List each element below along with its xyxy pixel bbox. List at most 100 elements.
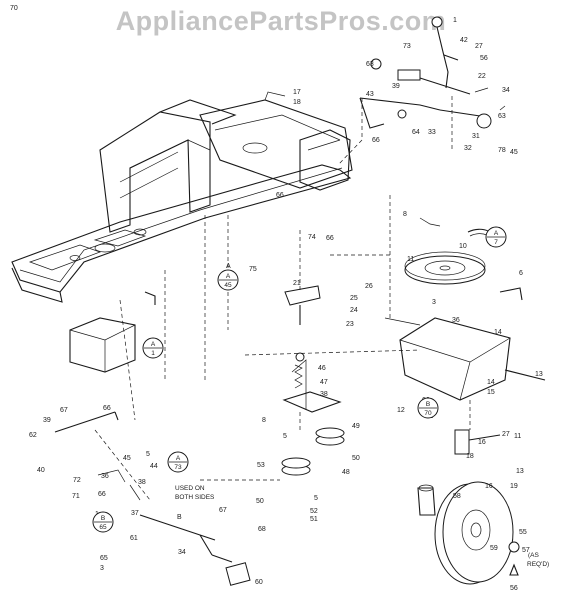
part-label: 18 [466,453,474,460]
part-label: A [226,263,231,270]
note-both-sides-line1: USED ON [175,485,205,492]
part-label: 78 [498,147,506,154]
part-label: 56 [510,585,518,592]
reference-letter: B [426,401,430,408]
part-label: 5 [314,495,318,502]
part-label: 24 [350,307,358,314]
reference-number: 1 [151,350,155,357]
part-label: 31 [472,133,480,140]
part-label: 55 [519,529,527,536]
part-label: 74 [308,234,316,241]
part-label: 45 [510,149,518,156]
part-label: 32 [464,145,472,152]
part-label: 66 [98,491,106,498]
part-label: 68 [258,526,266,533]
part-label: 19 [510,483,518,490]
idler-assembly [281,285,345,476]
note-as-reqd: (AS REQ'D) [527,552,549,568]
part-label: 34 [178,549,186,556]
part-label: 13 [535,371,543,378]
part-label: 56 [480,55,488,62]
part-label: 59 [490,545,498,552]
part-label: 8 [403,211,407,218]
part-label: 50 [352,455,360,462]
part-label: 16 [478,439,486,446]
part-label: 37 [131,510,139,517]
part-label: 27 [502,431,510,438]
part-label: 63 [366,61,374,68]
transmission-assembly [384,217,546,401]
part-label: 58 [453,493,461,500]
part-label: 51 [310,516,318,523]
reference-number: 45 [224,282,232,289]
part-label: 3 [432,299,436,306]
part-label: 43 [366,91,374,98]
part-label: 50 [256,498,264,505]
part-label: 72 [73,477,81,484]
part-label: 52 [310,508,318,515]
part-label: 66 [103,405,111,412]
part-label: 23 [346,321,354,328]
reference-circle: B 70 [417,397,439,419]
part-label: 6 [519,270,523,277]
part-label: 66 [326,235,334,242]
left-components [54,291,251,586]
reference-number: 73 [174,464,182,471]
part-label: 38 [138,479,146,486]
reference-number: 70 [424,410,432,417]
part-label: 67 [219,507,227,514]
part-label: B [177,514,182,521]
part-label: 11 [514,433,521,440]
part-label: 33 [428,129,436,136]
part-label: 39 [392,83,400,90]
part-label: 3 [100,565,104,572]
part-label: 8 [262,417,266,424]
part-label: 61 [130,535,138,542]
wheel-assembly [417,429,520,585]
part-label: 38 [320,391,328,398]
part-label: 25 [350,295,358,302]
reference-circle: A1 [142,337,164,359]
part-label: 39 [43,417,51,424]
part-label: 27 [475,43,483,50]
reference-number: 7 [494,239,498,246]
note-both-sides-line2: BOTH SIDES [175,494,215,501]
part-label: 11 [407,256,414,263]
part-label: 62 [29,432,37,439]
part-label: 22 [478,73,486,80]
watermark-text: AppliancePartsPros.com [115,6,447,36]
part-label: 34 [502,87,510,94]
part-label: 67 [60,407,68,414]
part-label: 18 [293,99,301,106]
part-label: 73 [403,43,411,50]
part-label: 45 [123,455,131,462]
part-label: 10 [459,243,467,250]
part-label: 26 [365,283,373,290]
part-label: 60 [255,579,263,586]
reference-number: 65 [99,524,107,531]
part-label: 17 [293,89,301,96]
part-label: 75 [249,266,257,273]
part-label: 49 [352,423,360,430]
part-label: 63 [498,113,506,120]
part-label: 12 [397,407,405,414]
part-label: 66 [276,192,284,199]
part-label: 15 [487,389,495,396]
reference-letter: A [176,455,181,462]
part-label: 1 [453,17,457,24]
part-label: 48 [342,469,350,476]
part-label: 40 [37,467,45,474]
part-label: 5 [146,451,150,458]
reference-circle: A7 [485,226,507,248]
part-label: 44 [150,463,158,470]
shift-linkage [359,16,506,129]
part-label: 70 [10,5,18,12]
part-label: 71 [72,493,80,500]
note-as-reqd-line2: REQ'D) [527,561,549,568]
part-label: 46 [318,365,326,372]
note-as-reqd-line1: (AS [528,552,540,559]
part-label: 16 [485,483,493,490]
part-label: 57 [522,547,530,554]
reference-circle: A45 [217,269,239,291]
